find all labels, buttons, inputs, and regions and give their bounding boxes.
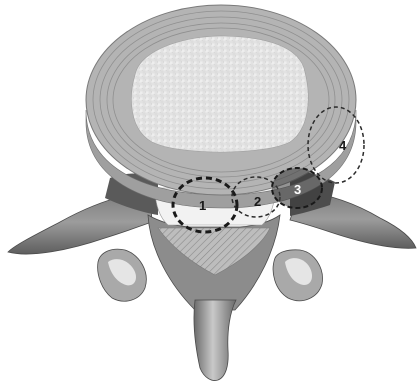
zone-1-label: 1 — [199, 198, 206, 213]
zone-2-label: 2 — [254, 194, 261, 209]
zone-4-label: 4 — [339, 138, 347, 153]
zone-3-marker: 3 — [272, 168, 322, 208]
zone-3-label: 3 — [294, 182, 301, 197]
nucleus-pulposus — [131, 36, 308, 152]
spinous-process — [194, 300, 236, 381]
